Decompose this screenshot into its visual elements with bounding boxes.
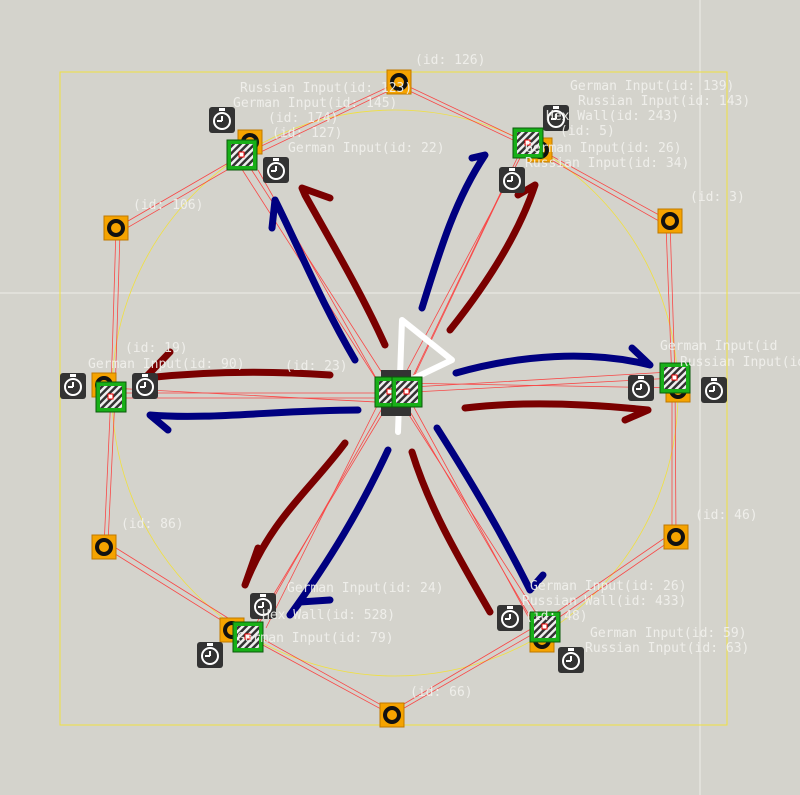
hex-wall-node[interactable] [226, 139, 258, 171]
node-label: (id: 48) [525, 609, 588, 624]
arrow-blue-down-left [286, 446, 392, 619]
arrow-red-down-right [408, 448, 494, 616]
arrow-red-up-left [298, 184, 389, 349]
timer-icon[interactable] [262, 156, 290, 184]
arrow-red-right [461, 400, 652, 424]
node-label: (id: 106) [133, 198, 203, 213]
node-label: German Input(id: 26) [530, 579, 687, 594]
node-label: German Input(id [660, 339, 777, 354]
node-label: Russian Input(id: 34) [525, 156, 689, 171]
arrow-blue-down-right [433, 424, 547, 594]
node-label: (id: 66) [410, 685, 473, 700]
cluster-center [374, 370, 423, 416]
node-label: (id: 5) [560, 124, 615, 139]
node-label: Russian Input(id: 123) [240, 81, 412, 96]
node-labels: (id: 126) Russian Input(id: 123) German … [88, 53, 800, 700]
orange-node[interactable] [656, 207, 684, 235]
timer-icon[interactable] [496, 604, 524, 632]
node-label: Russian Input(id: 63) [585, 641, 749, 656]
node-label: (id: 23) [285, 359, 348, 374]
node-label: (id: 127) [272, 126, 342, 141]
arrow-blue-left [146, 406, 362, 434]
node-label: German Input(id: 139) [570, 79, 734, 94]
timer-icon[interactable] [208, 106, 236, 134]
arrow-red-up-right [446, 181, 539, 334]
node-label: (id: 19) [125, 341, 188, 356]
timer-icon[interactable] [700, 376, 728, 404]
node-label: Hex Wall(id: 243) [546, 109, 679, 124]
node-label: German Input(id: 79) [237, 631, 394, 646]
timer-icon[interactable] [196, 641, 224, 669]
node-label: (id: 46) [695, 508, 758, 523]
arrow-blue-right [452, 344, 654, 377]
node-label: German Input(id: 24) [287, 581, 444, 596]
orange-node[interactable] [378, 701, 406, 729]
node-label: German Input(id: 26) [525, 141, 682, 156]
node-label: Hex Wall(id: 528) [262, 608, 395, 623]
timer-icon[interactable] [498, 166, 526, 194]
node-label: Russian Input(id [680, 355, 800, 370]
timer-icon[interactable] [627, 374, 655, 402]
arrow-blue-up-right [418, 151, 489, 312]
timer-icon[interactable] [557, 646, 585, 674]
arrow-blue-up-left [268, 196, 359, 364]
node-label: German Input(id: 145) [233, 96, 397, 111]
node-label: German Input(id: 22) [288, 141, 445, 156]
node-label: Russian Wall(id: 433) [522, 594, 686, 609]
node-label: Russian Input(id: 143) [578, 94, 750, 109]
timer-icon[interactable] [131, 372, 159, 400]
node-label: German Input(id: 59) [590, 626, 747, 641]
timer-icon[interactable] [59, 372, 87, 400]
hex-wall-node[interactable] [95, 381, 127, 413]
node-label: (id: 86) [121, 517, 184, 532]
drawn-arrows [141, 151, 654, 619]
orange-node[interactable] [102, 214, 130, 242]
node-label: (id: 3) [690, 190, 745, 205]
arrow-red-down-left [241, 439, 349, 589]
node-label: (id: 174) [268, 111, 338, 126]
node-label: (id: 126) [415, 53, 485, 68]
node-label: German Input(id: 90) [88, 357, 245, 372]
orange-node[interactable] [90, 533, 118, 561]
cluster-left [59, 371, 159, 413]
orange-node[interactable] [662, 523, 690, 551]
hex-wall-node[interactable] [391, 376, 423, 408]
